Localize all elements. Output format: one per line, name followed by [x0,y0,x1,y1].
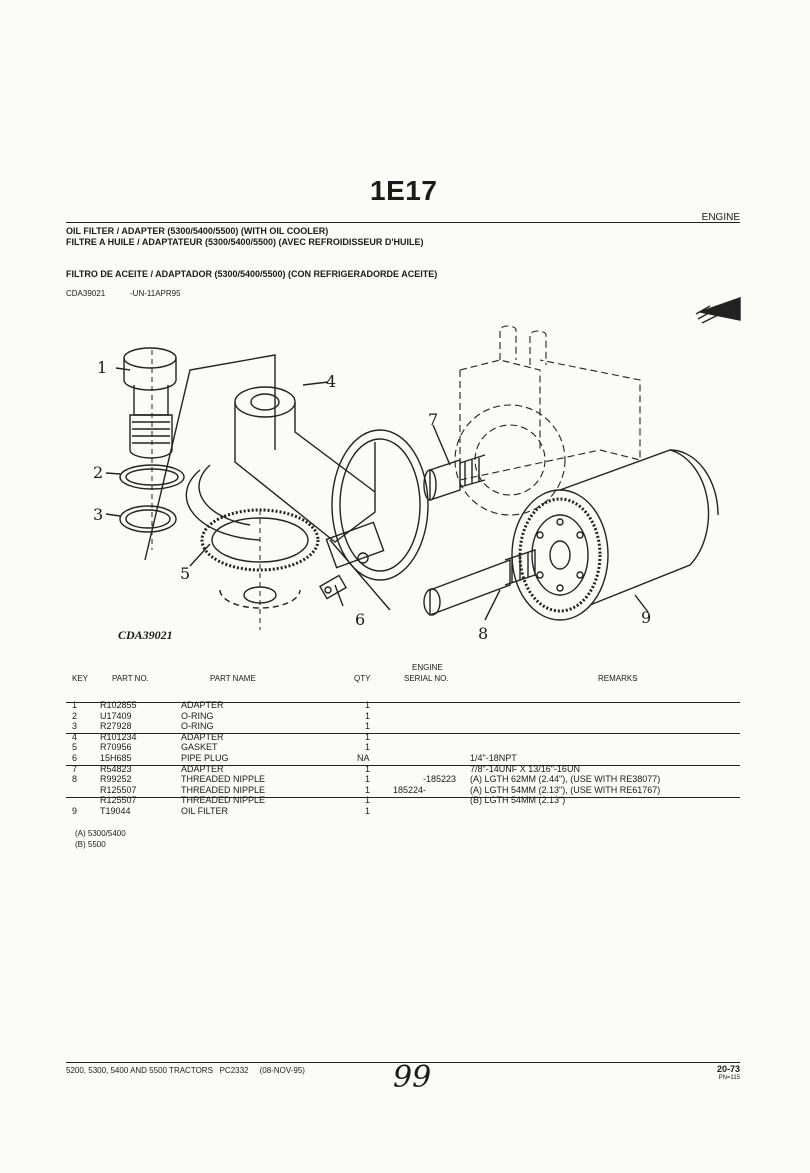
row-remarks: (A) LGTH 54MM (2.13"), (USE WITH RE61767… [470,784,661,795]
row-remarks: (B) LGTH 54MM (2.13") [470,795,566,806]
row-key: 8 [72,774,78,785]
callout-1: 1 [97,358,108,377]
gasket-part [200,508,320,572]
adapter-fitting-part [423,454,486,501]
callout-3: 3 [93,505,104,524]
row-part-name: THREADED NIPPLE [181,795,266,806]
row-remarks: 7/8"-14UNF X 13/16"-16UN [470,763,580,774]
row-key: 6 [72,753,78,763]
row-serial: -185223 [423,774,457,785]
column-header-part-no: PART NO. [112,674,149,683]
note-a: (A) 5300/5400 [75,829,126,838]
row-part-name: O-RING [181,721,214,732]
callout-5: 5 [180,564,191,583]
callout-8: 8 [478,624,489,643]
o-ring-3 [119,505,177,533]
row-part-name: THREADED NIPPLE [181,784,266,795]
row-part-no: R70956 [100,742,132,753]
row-part-no: R125507 [100,795,137,806]
callout-9: 9 [641,608,652,627]
callout-6: 6 [355,610,366,629]
row-remarks: (A) LGTH 62MM (2.44"), (USE WITH RE38077… [470,774,661,785]
arrow-icon [695,297,741,324]
illustration-caption: CDA39021 [118,628,173,642]
column-header-serial-no: SERIAL NO. [404,674,449,683]
handwritten-page-number: 99 [393,1060,432,1095]
row-qty: 1 [365,806,371,816]
reference-code: -UN-11APR95 [130,289,181,298]
note-b: (B) 5500 [75,840,106,849]
row-part-name: OIL FILTER [181,806,229,816]
oil-filter-part [511,449,719,621]
row-qty: 1 [365,731,371,742]
group-divider [66,765,740,766]
row-qty: 1 [365,721,371,732]
reference-id: CDA39021 [66,289,106,298]
row-part-no: R101234 [100,731,137,742]
page-note: PN=115 [718,1075,740,1081]
row-qty: NA [357,753,370,763]
engine-block-outline [454,325,641,516]
title-spanish: FILTRO DE ACEITE / ADAPTADOR (5300/5400/… [66,269,438,279]
group-label: ENGINE [701,212,740,223]
row-serial: 185224- [393,784,427,795]
callout-4: 4 [326,372,337,391]
row-part-no: U17409 [100,710,132,721]
column-header-qty: QTY [354,674,371,683]
row-part-name: THREADED NIPPLE [181,774,266,785]
row-qty: 1 [365,795,371,806]
row-part-name: O-RING [181,710,214,721]
row-qty: 1 [365,784,371,795]
adapter-housing-part [144,354,429,611]
adapter-bolt-part [123,347,177,459]
row-part-name: ADAPTER [181,731,224,742]
row-part-no: T19044 [100,806,131,816]
row-remarks: 1/4"-18NPT [470,753,517,763]
row-part-name: PIPE PLUG [181,753,229,763]
footer-publication: 5200, 5300, 5400 AND 5500 TRACTORS PC233… [66,1066,305,1075]
group-divider [66,733,740,734]
table-header-rule [66,702,740,703]
row-key: 4 [72,731,78,742]
pipe-plug-part [319,574,347,600]
row-key: 2 [72,710,78,721]
row-key: 3 [72,721,78,732]
footer-rule [66,1062,740,1063]
column-header-key: KEY [72,674,89,683]
row-part-no: 15H685 [100,753,132,763]
title-english: OIL FILTER / ADAPTER (5300/5400/5500) (W… [66,226,329,236]
row-qty: 1 [365,742,371,753]
callout-2: 2 [93,463,104,482]
row-part-no: R102855 [100,700,137,710]
title-french: FILTRE A HUILE / ADAPTATEUR (5300/5400/5… [66,237,424,247]
row-part-name: GASKET [181,742,218,753]
row-part-no: R125507 [100,784,137,795]
row-key: 1 [72,700,78,710]
row-key: 5 [72,742,78,753]
row-part-name: ADAPTER [181,763,224,774]
group-divider [66,797,740,798]
row-key: 7 [72,763,78,774]
row-part-no: R54823 [100,763,132,774]
row-qty: 1 [365,763,371,774]
row-qty: 1 [365,700,371,710]
page-number: 20-73 [716,1064,740,1074]
row-key: 9 [72,806,78,816]
column-header-part-name: PART NAME [210,674,256,683]
section-code: 1E17 [370,175,438,206]
row-part-no: R27928 [100,721,132,732]
row-part-no: R99252 [100,774,132,785]
column-header-engine: ENGINE [412,663,443,672]
callout-7: 7 [428,410,439,429]
row-qty: 1 [365,774,371,785]
exploded-view-illustration [105,297,741,630]
row-part-name: ADAPTER [181,700,224,710]
row-qty: 1 [365,710,371,721]
header-rule [66,222,740,223]
threaded-nipple-part [423,549,536,617]
column-header-remarks: REMARKS [598,674,638,683]
